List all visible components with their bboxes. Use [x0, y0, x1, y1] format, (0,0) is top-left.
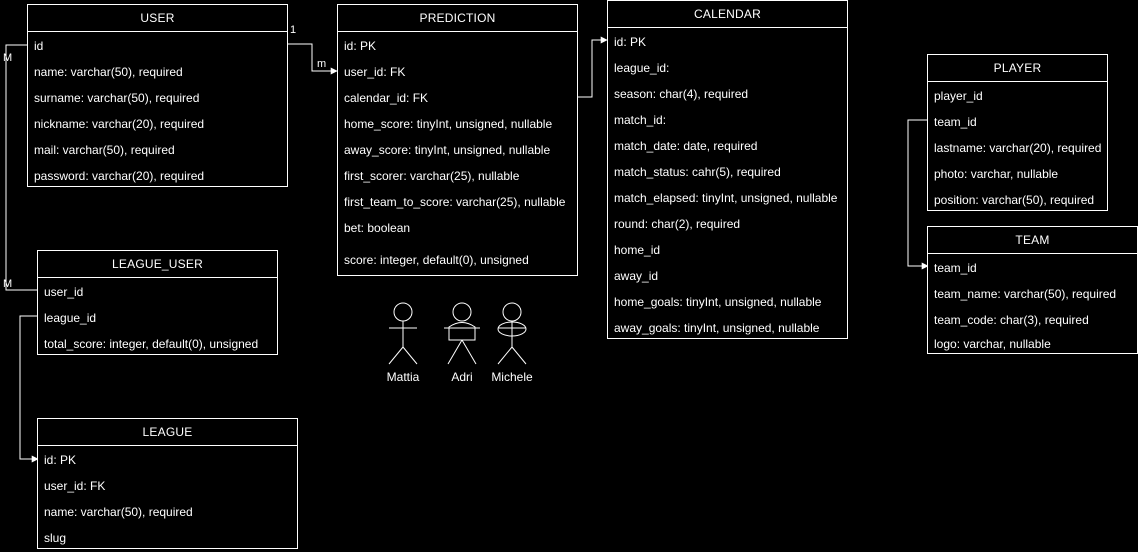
field-league-name: name: varchar(50), required — [44, 505, 193, 519]
entity-league-title: LEAGUE — [38, 419, 297, 446]
field-user-nickname: nickname: varchar(20), required — [34, 117, 205, 131]
actor-adri-figure — [444, 302, 480, 365]
cardinality-league-user-side: M — [3, 278, 13, 290]
entity-calendar[interactable]: CALENDAR id: PK league_id: season: char(… — [607, 0, 848, 339]
field-prediction-first-scorer: first_scorer: varchar(25), nullable — [344, 169, 520, 183]
field-calendar-id: id: PK — [614, 35, 647, 49]
field-league-user-league-id: league_id — [44, 311, 97, 325]
field-user-name: name: varchar(50), required — [34, 65, 183, 79]
field-calendar-away-goals: away_goals: tinyInt, unsigned, nullable — [614, 321, 820, 335]
field-calendar-match-date: match_date: date, required — [614, 139, 758, 153]
field-user-surname: surname: varchar(50), required — [34, 91, 200, 105]
field-league-id: id: PK — [44, 453, 77, 467]
field-calendar-round: round: char(2), required — [614, 217, 741, 231]
field-calendar-match-id: match_id: — [614, 113, 667, 127]
field-player-team-id: team_id — [934, 115, 977, 129]
entity-player-title: PLAYER — [928, 55, 1107, 82]
field-prediction-bet: bet: boolean — [344, 221, 411, 235]
field-league-user-id: user_id: FK — [44, 479, 106, 493]
entity-league-user-title: LEAGUE_USER — [38, 251, 277, 278]
cardinality-prediction-many: m — [317, 58, 327, 70]
field-player-position: position: varchar(50), required — [934, 193, 1095, 207]
field-user-mail: mail: varchar(50), required — [34, 143, 175, 157]
field-league-user-total-score: total_score: integer, default(0), unsign… — [44, 337, 259, 351]
field-user-id: id — [34, 39, 44, 53]
entity-team-title: TEAM — [928, 227, 1137, 254]
field-prediction-home-score: home_score: tinyInt, unsigned, nullable — [344, 117, 553, 131]
field-calendar-away-id: away_id — [614, 269, 659, 283]
connector-player-team — [907, 119, 929, 270]
field-calendar-season: season: char(4), required — [614, 87, 749, 101]
field-user-password: password: varchar(20), required — [34, 169, 205, 183]
entity-prediction-title: PREDICTION — [338, 5, 577, 32]
field-prediction-score: score: integer, default(0), unsigned — [344, 253, 529, 267]
actor-michele-figure — [497, 302, 527, 365]
field-prediction-user-id: user_id: FK — [344, 65, 406, 79]
entity-calendar-title: CALENDAR — [608, 1, 847, 28]
entity-team[interactable]: TEAM team_id team_name: varchar(50), req… — [927, 226, 1138, 354]
entity-league-user[interactable]: LEAGUE_USER user_id league_id total_scor… — [37, 250, 278, 355]
cardinality-user-side: M — [3, 52, 13, 64]
actor-adri-label: Adri — [451, 370, 473, 384]
actor-mattia-figure — [388, 302, 418, 365]
connector-user-prediction — [288, 43, 338, 75]
field-prediction-away-score: away_score: tinyInt, unsigned, nullable — [344, 143, 551, 157]
field-prediction-first-team-to-score: first_team_to_score: varchar(25), nullab… — [344, 195, 566, 209]
entity-prediction[interactable]: PREDICTION id: PK user_id: FK calendar_i… — [337, 4, 578, 276]
field-calendar-league-id: league_id: — [614, 61, 670, 75]
field-calendar-match-status: match_status: cahr(5), required — [614, 165, 781, 179]
field-calendar-home-id: home_id — [614, 243, 661, 257]
field-league-slug: slug — [44, 531, 67, 545]
field-player-player-id: player_id — [934, 89, 983, 103]
field-league-user-user-id: user_id — [44, 285, 84, 299]
field-prediction-id: id: PK — [344, 39, 377, 53]
entity-player[interactable]: PLAYER player_id team_id lastname: varch… — [927, 54, 1108, 211]
field-team-team-code: team_code: char(3), required — [934, 313, 1089, 327]
field-player-lastname: lastname: varchar(20), required — [934, 141, 1102, 155]
entity-user[interactable]: USER id name: varchar(50), required surn… — [27, 4, 288, 187]
connector-league-user-league — [19, 315, 39, 463]
field-team-logo: logo: varchar, nullable — [934, 337, 1051, 351]
cardinality-prediction-one: 1 — [290, 24, 297, 36]
entity-user-title: USER — [28, 5, 287, 32]
field-prediction-calendar-id: calendar_id: FK — [344, 91, 429, 105]
field-team-team-id: team_id — [934, 261, 977, 275]
field-player-photo: photo: varchar, nullable — [934, 167, 1059, 181]
field-calendar-match-elapsed: match_elapsed: tinyInt, unsigned, nullab… — [614, 191, 838, 205]
field-team-team-name: team_name: varchar(50), required — [934, 287, 1117, 301]
field-calendar-home-goals: home_goals: tinyInt, unsigned, nullable — [614, 295, 822, 309]
connector-prediction-calendar — [577, 36, 608, 98]
actor-michele-label: Michele — [491, 370, 533, 384]
actor-mattia-label: Mattia — [386, 370, 420, 384]
entity-league[interactable]: LEAGUE id: PK user_id: FK name: varchar(… — [37, 418, 298, 549]
